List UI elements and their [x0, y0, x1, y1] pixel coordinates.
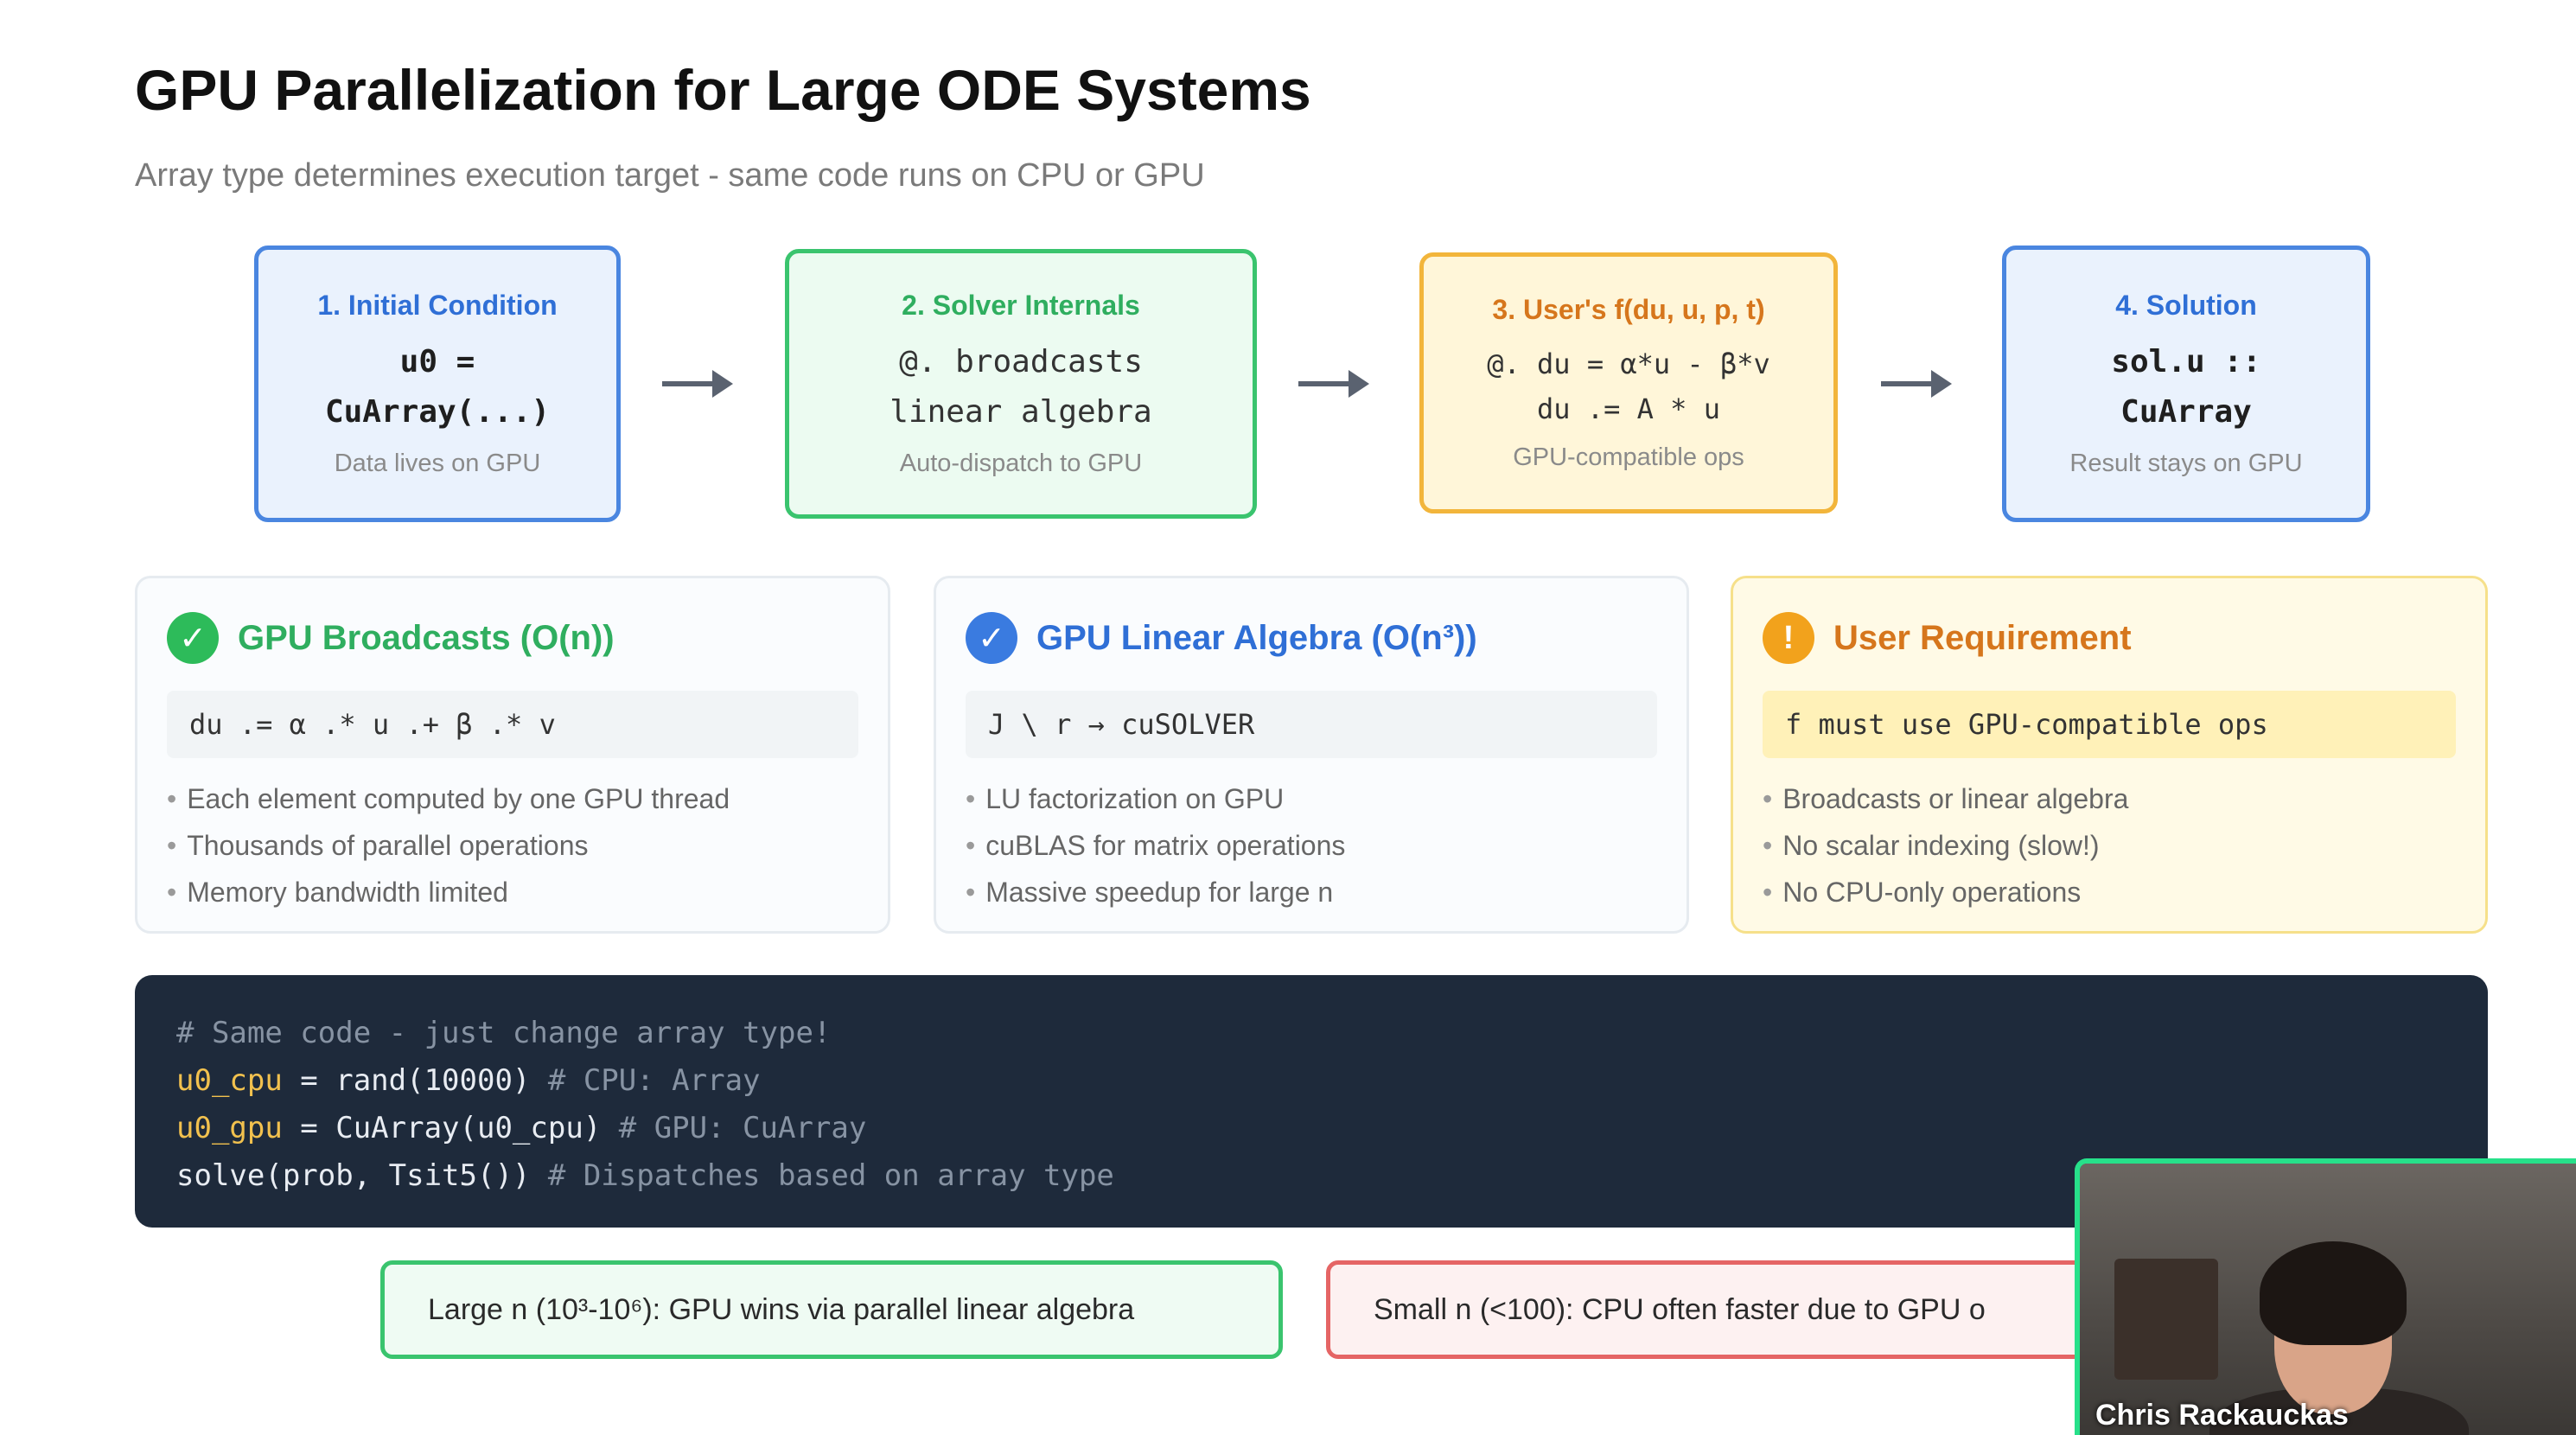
step-code-line: CuArray(...): [324, 394, 551, 430]
step-title: 2. Solver Internals: [902, 290, 1140, 321]
page-title: GPU Parallelization for Large ODE System…: [135, 58, 1311, 122]
list-item-text: Each element computed by one GPU thread: [187, 783, 730, 814]
list-item: • Each element computed by one GPU thread: [167, 775, 858, 822]
list-item-text: Memory bandwidth limited: [187, 877, 508, 908]
code-comment: # Dispatches based on array type: [547, 1158, 1114, 1193]
note-small-n: Small n (<100): CPU often faster due to …: [1326, 1260, 2104, 1359]
list-item: • Memory bandwidth limited: [167, 869, 858, 915]
list-item: • cuBLAS for matrix operations: [966, 822, 1657, 869]
list-item: • LU factorization on GPU: [966, 775, 1657, 822]
list-item-text: No scalar indexing (slow!): [1782, 830, 2100, 861]
card-user-requirement: ! User Requirement f must use GPU-compat…: [1731, 576, 2488, 934]
presenter-hair: [2260, 1241, 2407, 1345]
step-title: 4. Solution: [2115, 290, 2257, 321]
code-variable: u0_gpu: [176, 1111, 283, 1145]
card-header: ✓ GPU Linear Algebra (O(n³)): [966, 611, 1657, 665]
card-gpu-broadcasts: ✓ GPU Broadcasts (O(n)) du .= α .* u .+ …: [135, 576, 890, 934]
list-item-text: Massive speedup for large n: [985, 877, 1334, 908]
step-solution: 4. Solution sol.u :: CuArray Result stay…: [2002, 246, 2370, 522]
code-comment: # GPU: CuArray: [618, 1111, 867, 1145]
arrow-right-icon: [660, 367, 733, 401]
code-expression: = rand(10000): [282, 1063, 548, 1098]
step-code-line: sol.u ::: [2111, 344, 2261, 379]
page-subtitle: Array type determines execution target -…: [135, 157, 1205, 194]
code-line: solve(prob, Tsit5()) # Dispatches based …: [176, 1152, 2446, 1200]
step-code-line: @. du = α*u - β*v: [1487, 348, 1770, 380]
bullet-icon: •: [167, 830, 177, 861]
step-note: Auto-dispatch to GPU: [899, 450, 1143, 477]
list-item: • Thousands of parallel operations: [167, 822, 858, 869]
code-line: u0_cpu = rand(10000) # CPU: Array: [176, 1057, 2446, 1105]
list-item-text: LU factorization on GPU: [985, 783, 1285, 814]
step-title: 3. User's f(du, u, p, t): [1492, 294, 1765, 325]
step-code-line: du .= A * u: [1537, 392, 1720, 425]
card-code: du .= α .* u .+ β .* v: [167, 691, 858, 758]
arrow-right-icon: [1297, 367, 1369, 401]
list-item-text: Thousands of parallel operations: [187, 830, 589, 861]
step-note: GPU-compatible ops: [1513, 443, 1744, 471]
code-line: # Same code - just change array type!: [176, 1010, 2446, 1057]
step-code-line: @. broadcasts: [899, 344, 1143, 379]
card-gpu-linear-algebra: ✓ GPU Linear Algebra (O(n³)) J \ r → cuS…: [934, 576, 1689, 934]
step-title: 1. Initial Condition: [317, 290, 558, 321]
step-solver-internals: 2. Solver Internals @. broadcasts linear…: [785, 249, 1257, 519]
bullet-icon: •: [167, 877, 177, 908]
step-note: Data lives on GPU: [334, 450, 541, 477]
webcam-shelf: [2114, 1259, 2218, 1380]
card-title: GPU Broadcasts (O(n)): [238, 618, 615, 657]
bullet-icon: •: [966, 783, 976, 814]
code-expression: solve(prob, Tsit5()): [176, 1158, 548, 1193]
webcam-overlay: Chris Rackauckas: [2075, 1158, 2576, 1435]
step-code-line: linear algebra: [889, 394, 1152, 430]
arrow-right-icon: [1879, 367, 1952, 401]
note-large-n: Large n (10³-10⁶): GPU wins via parallel…: [380, 1260, 1283, 1359]
bullet-icon: •: [1763, 877, 1773, 908]
step-user-function: 3. User's f(du, u, p, t) @. du = α*u - β…: [1419, 252, 1838, 513]
list-item-text: Broadcasts or linear algebra: [1782, 783, 2129, 814]
step-note: Result stays on GPU: [2069, 450, 2303, 477]
code-comment: # CPU: Array: [547, 1063, 761, 1098]
list-item-text: No CPU-only operations: [1782, 877, 2082, 908]
bullet-icon: •: [167, 783, 177, 814]
list-item: • Massive speedup for large n: [966, 869, 1657, 915]
check-icon: ✓: [966, 612, 1017, 664]
bullet-list: • LU factorization on GPU • cuBLAS for mat…: [966, 775, 1657, 915]
list-item-text: cuBLAS for matrix operations: [985, 830, 1346, 861]
card-code: f must use GPU-compatible ops: [1763, 691, 2456, 758]
list-item: • No CPU-only operations: [1763, 869, 2456, 915]
step-initial-condition: 1. Initial Condition u0 = CuArray(...) D…: [254, 246, 621, 522]
card-header: ! User Requirement: [1763, 611, 2456, 665]
presenter-name: Chris Rackauckas: [2095, 1399, 2349, 1432]
list-item: • No scalar indexing (slow!): [1763, 822, 2456, 869]
card-code: J \ r → cuSOLVER: [966, 691, 1657, 758]
code-variable: u0_cpu: [176, 1063, 283, 1098]
card-title: GPU Linear Algebra (O(n³)): [1036, 618, 1477, 657]
bullet-icon: •: [1763, 783, 1773, 814]
code-comment: # Same code - just change array type!: [176, 1016, 832, 1050]
list-item: • Broadcasts or linear algebra: [1763, 775, 2456, 822]
bullet-icon: •: [1763, 830, 1773, 861]
card-header: ✓ GPU Broadcasts (O(n)): [167, 611, 858, 665]
bullet-icon: •: [966, 877, 976, 908]
bullet-list: • Broadcasts or linear algebra • No scalar…: [1763, 775, 2456, 915]
code-expression: = CuArray(u0_cpu): [282, 1111, 619, 1145]
card-title: User Requirement: [1833, 618, 2132, 657]
bullet-icon: •: [966, 830, 976, 861]
bullet-list: • Each element computed by one GPU thread…: [167, 775, 858, 915]
check-icon: ✓: [167, 612, 219, 664]
step-code-line: u0 =: [399, 344, 475, 379]
step-code-line: CuArray: [2120, 394, 2252, 430]
exclamation-icon: !: [1763, 612, 1814, 664]
code-line: u0_gpu = CuArray(u0_cpu) # GPU: CuArray: [176, 1105, 2446, 1152]
